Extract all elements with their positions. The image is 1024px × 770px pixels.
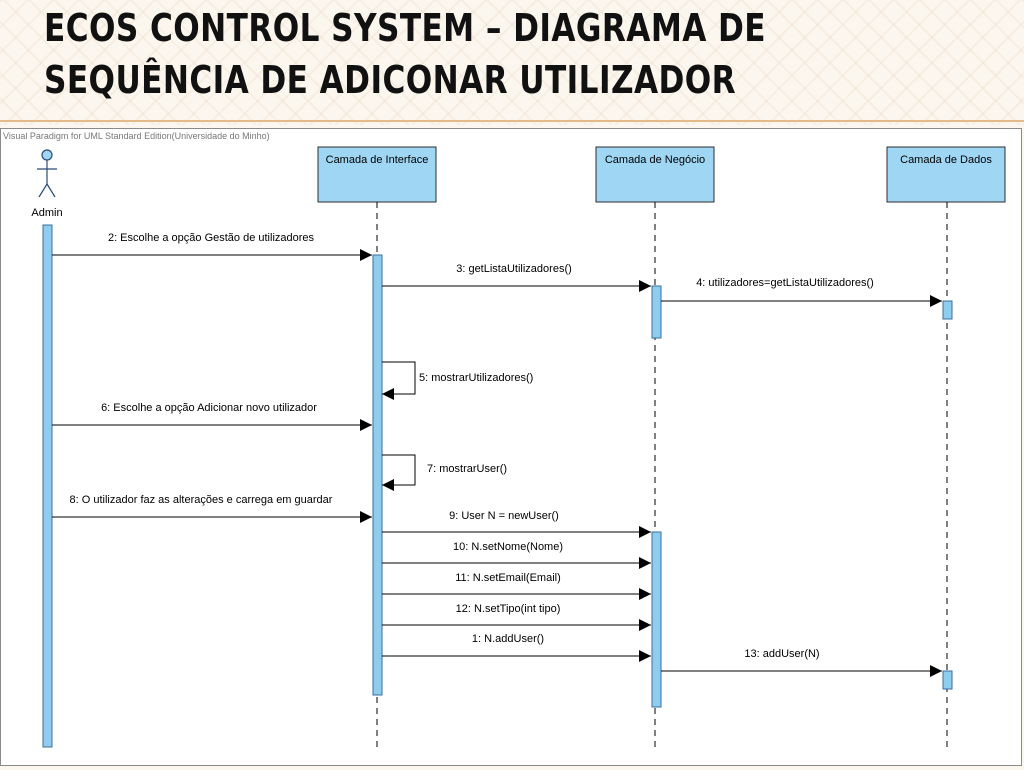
actor-label: Admin xyxy=(31,207,62,219)
lifeline-negocio-label: Camada de Negócio xyxy=(605,154,705,166)
message-label-7: 7: mostrarUser() xyxy=(427,463,507,475)
message-label-9: 9: User N = newUser() xyxy=(449,510,559,522)
edition-label: Visual Paradigm for UML Standard Edition… xyxy=(3,131,270,141)
slide-title-line-1: ECOS CONTROL SYSTEM – DIAGRAMA DE xyxy=(44,6,766,50)
activation-negocio-2 xyxy=(651,531,662,708)
message-label-12: 12: N.setTipo(int tipo) xyxy=(456,603,561,615)
activation-negocio-1 xyxy=(651,285,662,339)
message-label-3: 3: getListaUtilizadores() xyxy=(456,263,572,275)
lifeline-interface-box xyxy=(317,146,437,203)
lifeline-negocio-box xyxy=(595,146,715,203)
message-label-1: 1: N.addUser() xyxy=(472,633,544,645)
lifeline-dados: Camada de Dados xyxy=(886,146,1006,751)
message-label-11: 11: N.setEmail(Email) xyxy=(455,572,561,584)
message-label-13: 13: addUser(N) xyxy=(744,648,819,660)
admin-actor: Admin xyxy=(31,149,63,219)
activation-admin xyxy=(42,224,53,748)
activation-interface xyxy=(372,254,383,696)
slide-title: ECOS CONTROL SYSTEM – DIAGRAMA DE SEQUÊN… xyxy=(44,2,987,106)
message-label-8: 8: O utilizador faz as alterações e carr… xyxy=(70,494,333,506)
message-label-4: 4: utilizadores=getListaUtilizadores() xyxy=(696,277,874,289)
lifeline-interface-label: Camada de Interface xyxy=(326,154,429,166)
title-divider xyxy=(0,120,1024,122)
activation-dados-1 xyxy=(942,300,953,320)
lifeline-dados-box xyxy=(886,146,1006,203)
message-arrow-5 xyxy=(382,361,416,400)
message-label-5: 5: mostrarUtilizadores() xyxy=(419,372,533,384)
slide-title-line-2: SEQUÊNCIA DE ADICONAR UTILIZADOR xyxy=(44,58,737,102)
title-background-pattern xyxy=(0,0,1024,125)
message-label-6: 6: Escolhe a opção Adicionar novo utiliz… xyxy=(101,402,317,414)
activation-dados-2 xyxy=(942,670,953,690)
message-arrow-7 xyxy=(382,454,416,491)
message-label-2: 2: Escolhe a opção Gestão de utilizadore… xyxy=(108,232,315,244)
stick-figure-icon xyxy=(37,149,57,198)
diagram-canvas: Admin Camada de Interface Camada de Negó… xyxy=(31,146,1006,751)
sequence-diagram: Visual Paradigm for UML Standard Edition… xyxy=(0,128,1022,766)
message-label-10: 10: N.setNome(Nome) xyxy=(453,541,563,553)
lifeline-dados-label: Camada de Dados xyxy=(900,154,992,166)
